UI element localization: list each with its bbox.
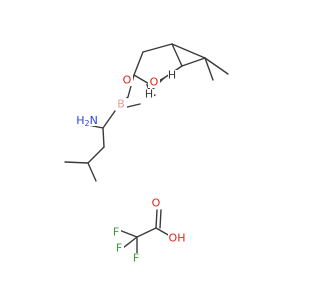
atom-label-f3: F	[116, 242, 122, 255]
atom-label-f1: F	[113, 226, 119, 239]
atom-label-h-bridgehead: H	[168, 69, 176, 82]
atom-label-o2: O	[150, 76, 159, 89]
atom-label-hydroxyl: OH	[169, 232, 186, 245]
molecule-drawing: O O B H2N H H O OH F F F	[64, 43, 229, 265]
atom-label-h-stereo: H	[145, 88, 153, 101]
structure-canvas: O O B H2N H H O OH F F F	[64, 43, 229, 265]
atom-label-o1: O	[123, 74, 132, 87]
bond-skeleton	[64, 43, 229, 258]
atom-label-amine: H2N	[76, 114, 98, 128]
label-masks	[77, 70, 186, 264]
atom-label-b: B	[117, 98, 125, 111]
atom-label-carbonyl-o: O	[152, 197, 161, 210]
atom-label-f2: F	[133, 252, 139, 265]
atom-labels: O O B H2N H H O OH F F F	[76, 69, 185, 265]
